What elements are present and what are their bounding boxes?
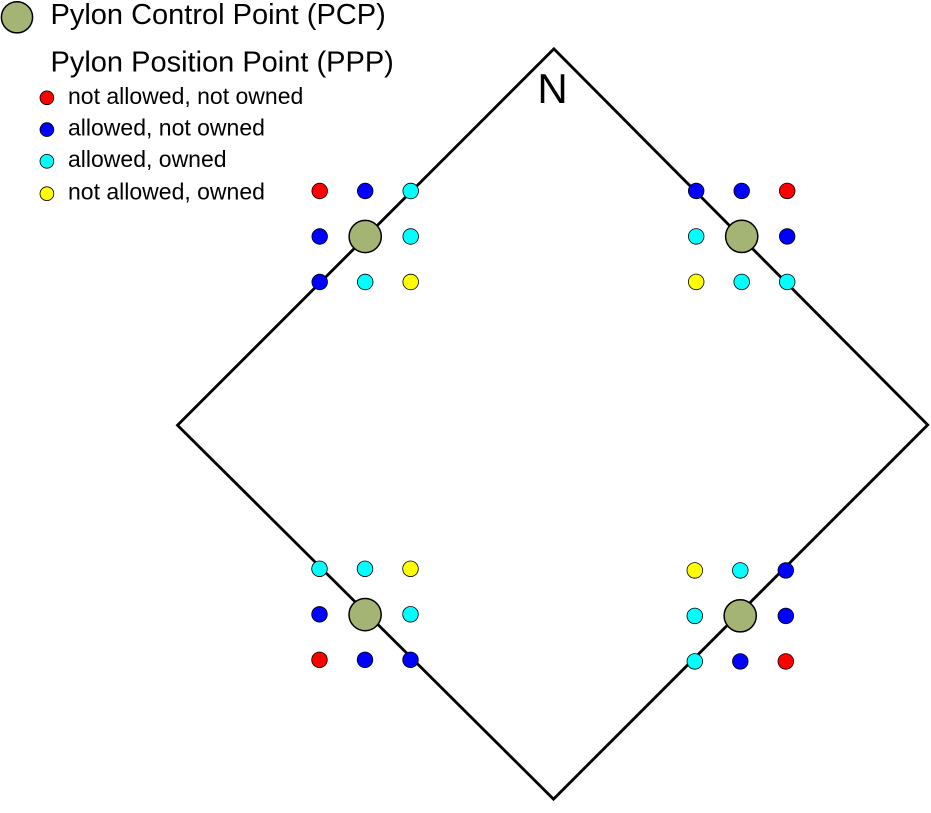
svg-text:allowed, not owned: allowed, not owned [68,115,265,141]
svg-text:not allowed, owned: not allowed, owned [68,179,265,205]
svg-text:allowed, owned: allowed, owned [68,146,227,172]
svg-text:Pylon Control Point (PCP): Pylon Control Point (PCP) [51,0,386,31]
svg-text:N: N [537,65,567,112]
svg-text:not allowed, not owned: not allowed, not owned [68,83,303,109]
svg-text:Pylon Position Point (PPP): Pylon Position Point (PPP) [51,47,394,79]
